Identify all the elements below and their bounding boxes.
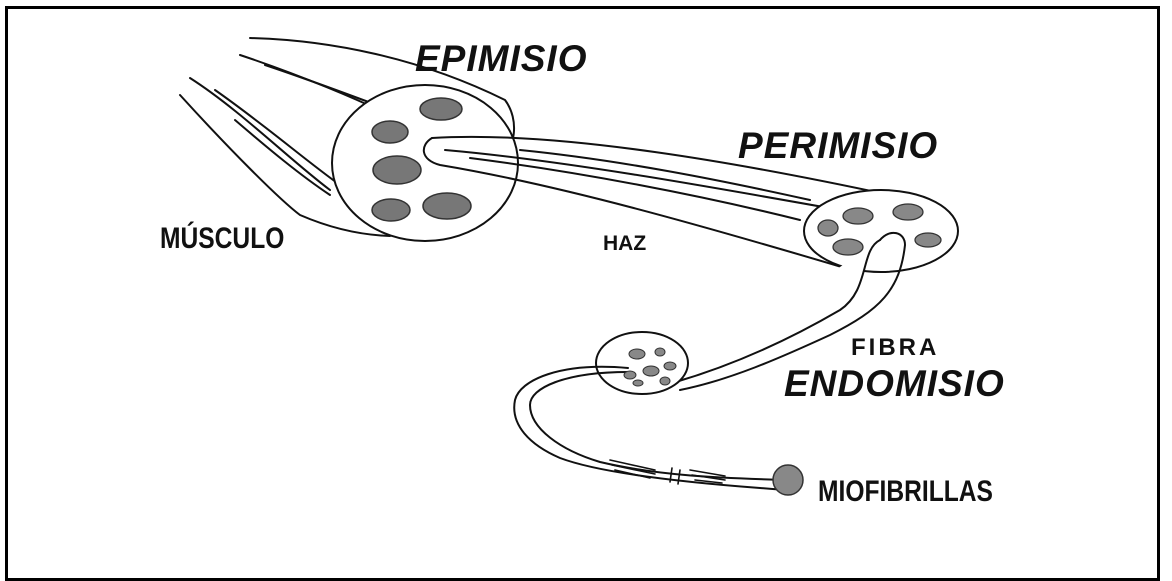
label-epimisio: EPIMISIO xyxy=(415,40,587,77)
label-haz: HAZ xyxy=(603,233,646,254)
label-musculo: MÚSCULO xyxy=(160,224,284,254)
label-fibra: FIBRA xyxy=(851,336,939,360)
myofibril-striations xyxy=(610,460,725,484)
myofibril-end xyxy=(773,465,803,495)
label-endomisio: ENDOMISIO xyxy=(784,365,1005,402)
label-miofibrillas: MIOFIBRILLAS xyxy=(818,477,993,507)
label-perimisio: PERIMISIO xyxy=(738,127,938,164)
muscle-structure-diagram xyxy=(0,0,1172,565)
